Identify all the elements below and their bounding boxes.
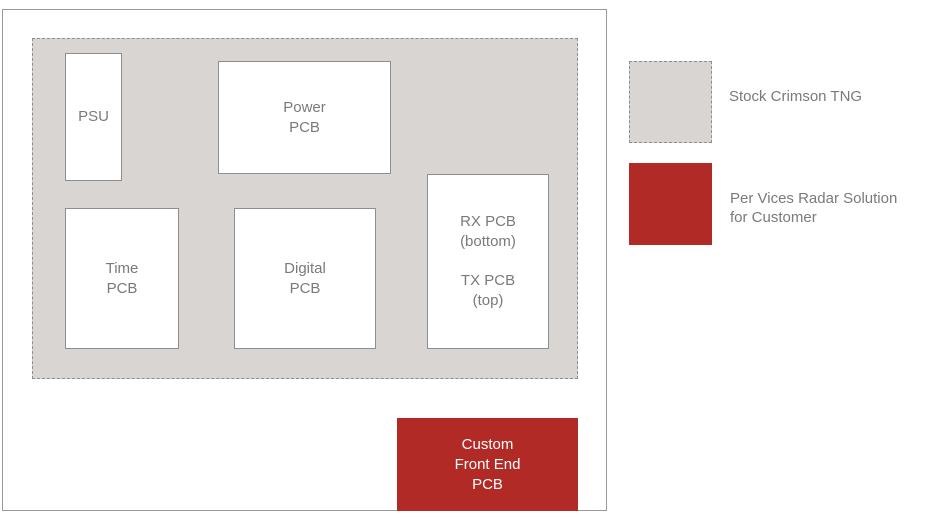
time-pcb-label-line1: Time <box>105 259 139 277</box>
power-pcb-label-line1: Power <box>283 98 326 116</box>
legend-label-stock: Stock Crimson TNG <box>729 87 862 106</box>
tx-pcb-label-line1: TX PCB <box>460 272 516 289</box>
legend-custom-text-line2: for Customer <box>730 209 817 226</box>
time-pcb-label-line2: PCB <box>106 279 138 297</box>
legend-swatch-custom <box>629 163 712 245</box>
digital-pcb-block: Digital PCB <box>234 208 376 349</box>
legend-custom-text-line1: Per Vices Radar Solution <box>730 190 898 207</box>
psu-label: PSU <box>78 108 109 125</box>
legend-stock-text: Stock Crimson TNG <box>729 88 863 105</box>
custom-front-end-pcb-block: Custom Front End PCB <box>397 418 578 511</box>
rx-pcb-label-line2: (bottom) <box>460 233 516 250</box>
custom-label-line3: PCB <box>472 475 503 493</box>
legend-swatch-stock <box>629 61 712 143</box>
power-pcb-label-line2: PCB <box>289 118 320 136</box>
custom-label-line2: Front End <box>454 455 521 473</box>
legend-label-custom: Per Vices Radar Solution for Customer <box>730 189 897 227</box>
digital-pcb-label-line1: Digital <box>284 259 326 277</box>
power-pcb-block: Power PCB <box>218 61 391 174</box>
custom-label-line1: Custom <box>461 435 514 453</box>
rx-pcb-label-line1: RX PCB <box>460 213 516 230</box>
rx-tx-pcb-block: RX PCB (bottom) TX PCB (top) <box>427 174 549 349</box>
time-pcb-block: Time PCB <box>65 208 179 349</box>
psu-block: PSU <box>65 53 122 181</box>
tx-pcb-label-line2: (top) <box>472 292 504 309</box>
digital-pcb-label-line2: PCB <box>289 279 321 297</box>
